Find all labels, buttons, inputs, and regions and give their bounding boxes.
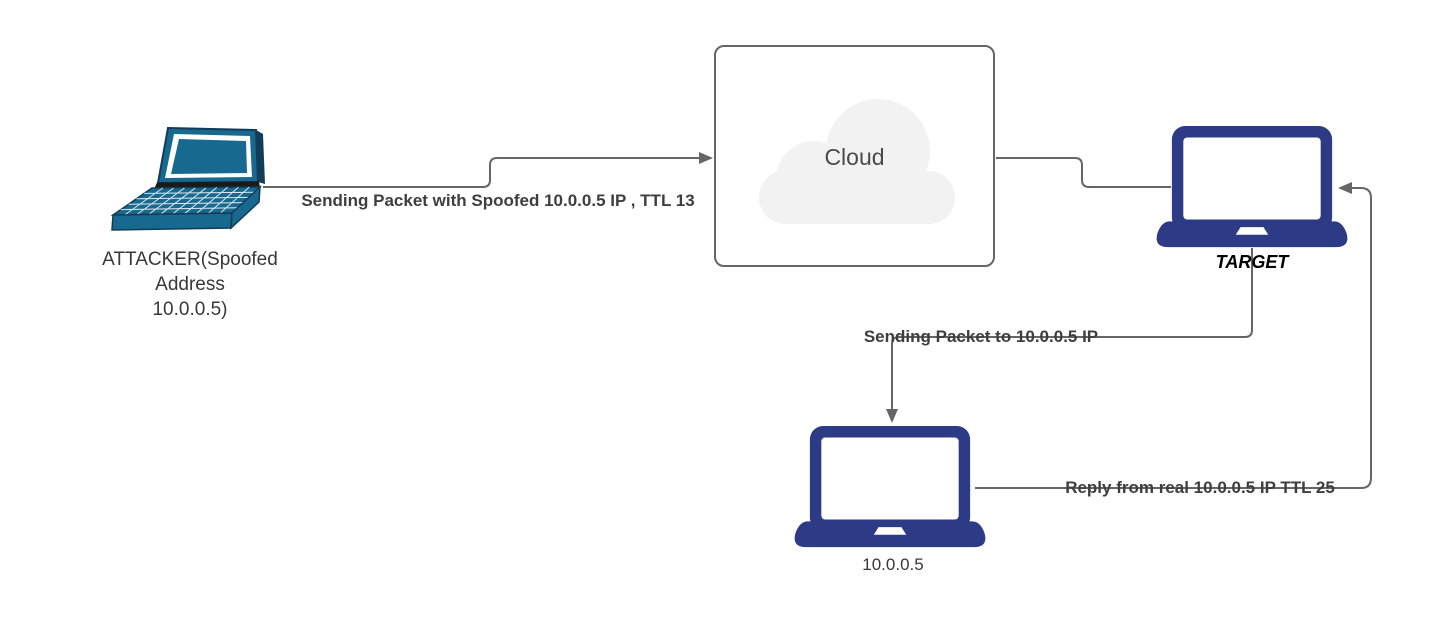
arrowhead-into-cloud [699, 152, 713, 164]
edge-label-sending-to-real: Sending Packet to 10.0.0.5 IP [863, 327, 1099, 346]
attacker-label-line1: ATTACKER(Spoofed [102, 249, 278, 270]
edge-real-host-to-target [975, 182, 1372, 489]
cloud-container: Cloud [714, 45, 995, 267]
edge-target-to-real-host [886, 248, 1253, 423]
arrowhead-into-real-host [886, 409, 898, 423]
target-laptop-icon [1156, 126, 1348, 248]
attacker-label-line3: 10.0.0.5) [152, 299, 228, 320]
arrowhead-into-target [1338, 182, 1352, 194]
real-host-label: 10.0.0.5 [862, 555, 924, 574]
attacker-label-line2: Address [155, 274, 225, 295]
target-label: TARGET [1215, 252, 1289, 272]
attacker-laptop-icon [110, 126, 265, 231]
cloud-label: Cloud [824, 144, 885, 170]
attacker-label: ATTACKER(Spoofed Address 10.0.0.5) [102, 247, 278, 322]
edge-label-spoofed-packet: Sending Packet with Spoofed 10.0.0.5 IP … [301, 191, 695, 210]
edge-cloud-to-target [996, 157, 1171, 188]
real-host-laptop-icon [794, 426, 986, 548]
edge-label-reply: Reply from real 10.0.0.5 IP TTL 25 [1065, 478, 1335, 497]
edge-attacker-to-cloud [263, 152, 713, 188]
cloud-icon [759, 99, 955, 224]
